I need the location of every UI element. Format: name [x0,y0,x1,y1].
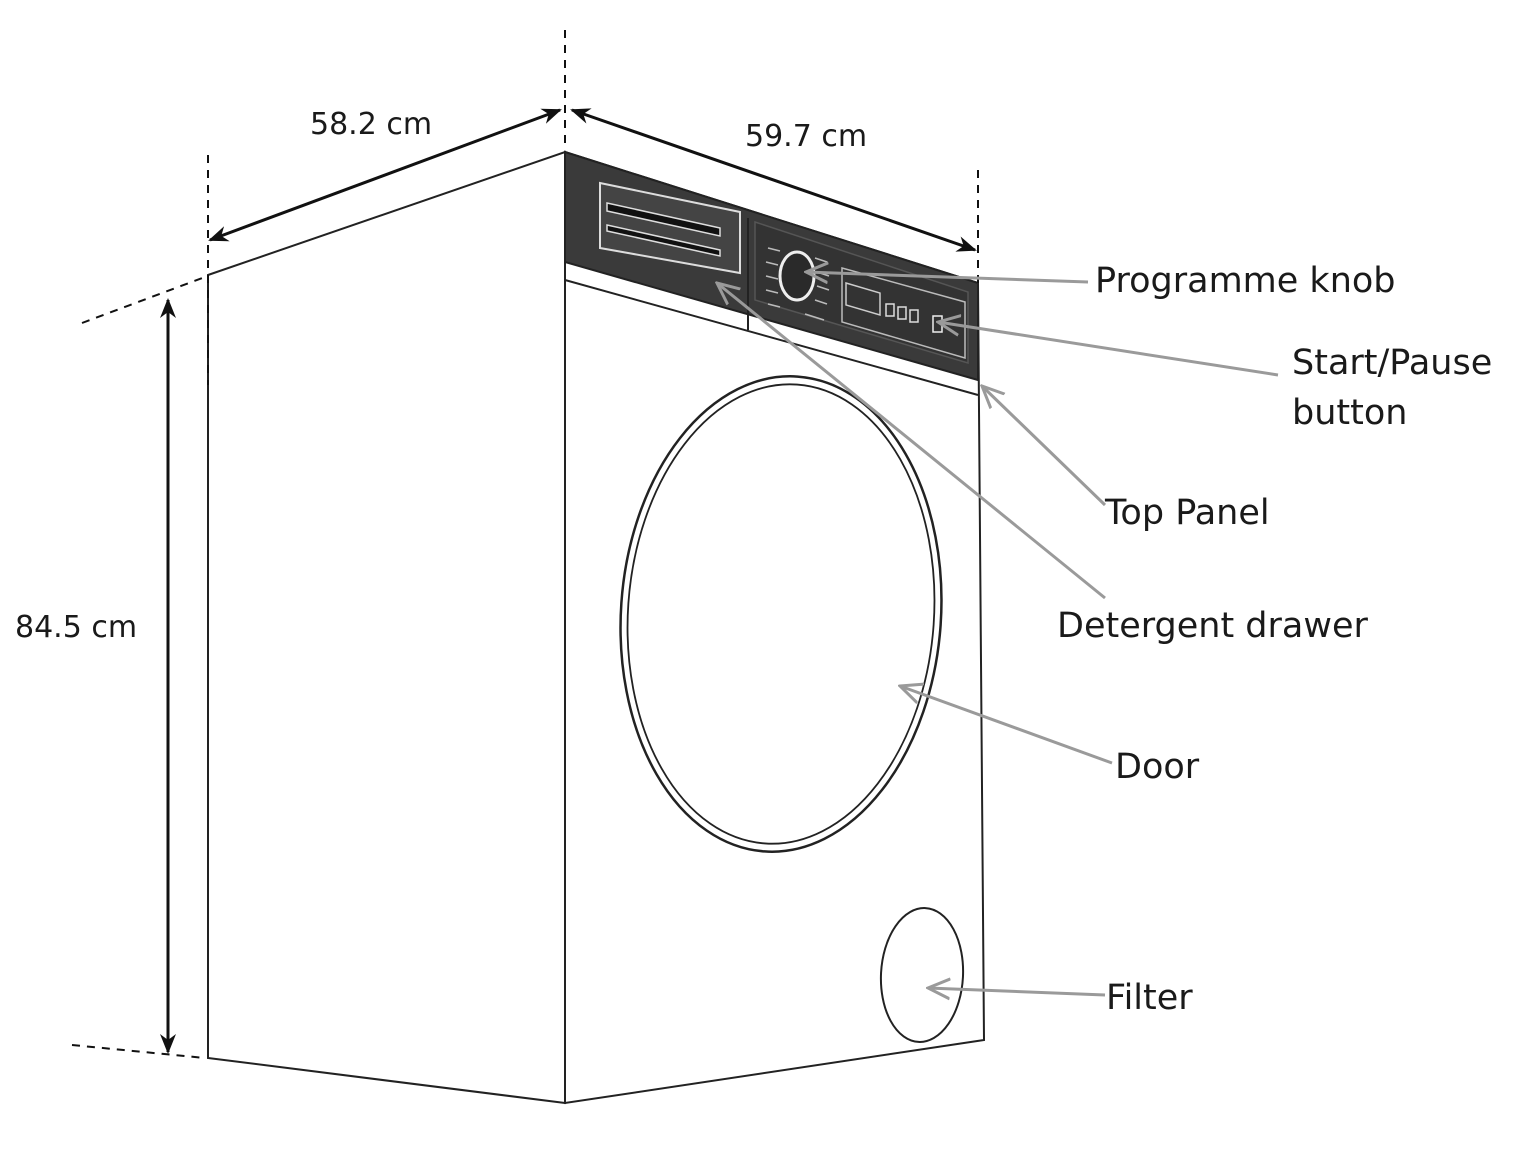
option-button-1 [885,303,895,317]
display-window [841,267,966,360]
callout-labels: Programme knob Start/Pause button Top Pa… [1057,261,1492,1018]
width-dimension-line [570,108,977,252]
top-panel-label: Top Panel [1104,493,1270,533]
dimension-arrows [160,108,977,1054]
top-panel-leader [982,386,1107,507]
programme-knob-label: Programme knob [1095,261,1396,301]
start-pause-label-line2: button [1292,393,1407,433]
width-label: 59.7 cm [745,119,867,154]
programme-knob [778,250,816,302]
filter-cover [879,907,965,1043]
display-screen [845,281,881,317]
door [619,375,943,853]
extension-lines [71,30,979,1059]
start-pause-label-line1: Start/Pause [1292,343,1492,383]
top-panel [564,150,979,396]
option-button-3 [909,309,919,323]
callout-leaders [717,272,1279,995]
option-button-2 [897,306,907,320]
door-leader [900,686,1113,765]
detergent-drawer-leader [717,283,1106,600]
filter-leader [928,988,1106,995]
start-pause-leader [938,322,1279,377]
door-label: Door [1115,747,1200,787]
programme-knob-leader [806,272,1089,282]
depth-dimension-line [208,108,562,242]
filter-label: Filter [1106,978,1193,1018]
height-label: 84.5 cm [15,610,137,645]
side-face [207,150,566,1105]
door-outer-ring [619,375,943,853]
door-inner-ring [626,383,936,845]
depth-label: 58.2 cm [310,107,432,142]
detergent-drawer-label: Detergent drawer [1057,606,1369,646]
panel-lip-line [564,279,979,396]
